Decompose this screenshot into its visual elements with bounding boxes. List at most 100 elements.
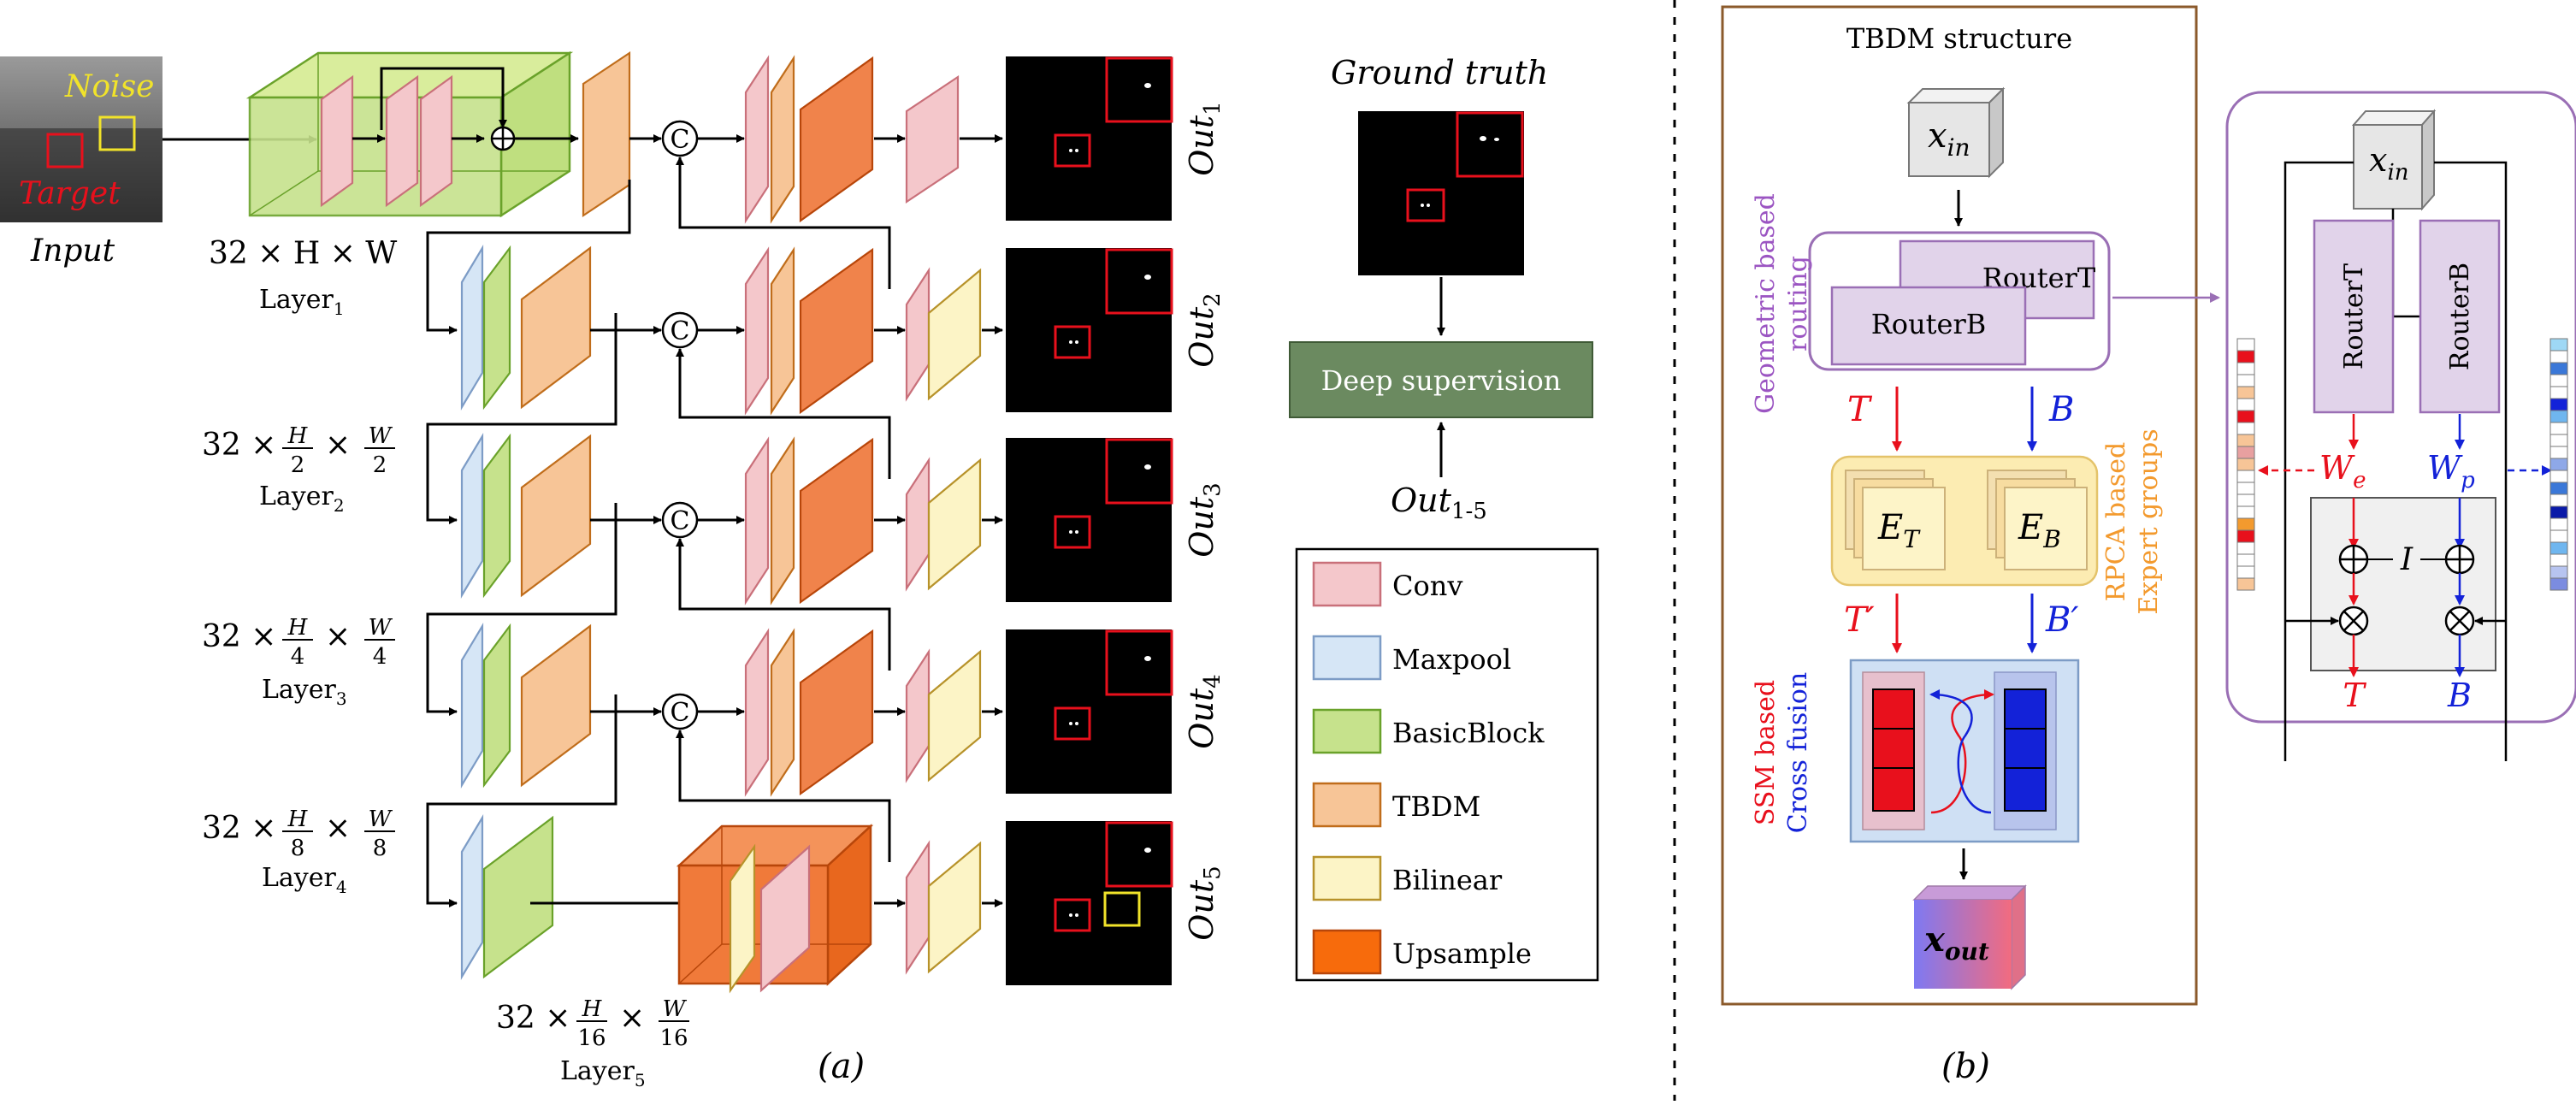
ssm-bg-token-2 xyxy=(2004,728,2047,772)
skip-path-4 xyxy=(676,730,891,862)
decoder4-tbdm xyxy=(770,628,795,797)
svg-text:W: W xyxy=(663,996,688,1022)
concat-node-1: C xyxy=(661,120,699,157)
svg-text:W: W xyxy=(369,615,393,641)
legend-item-basicblock: BasicBlock xyxy=(1312,708,1545,754)
head2-bilinear xyxy=(927,268,982,401)
output-label-4: Out4 xyxy=(1183,674,1226,748)
concat-node-3: C xyxy=(661,501,699,539)
downsample-path-4 xyxy=(426,694,617,907)
decoder1-conv xyxy=(744,55,770,224)
svg-text:H: H xyxy=(287,423,309,449)
layer3-dims-prefix: 32 × xyxy=(202,619,276,654)
output-map-4 xyxy=(1006,629,1173,794)
layer5-frac-h: H16 xyxy=(576,996,607,1051)
decoder2-conv xyxy=(744,246,770,416)
detail-routerT-label: RouterT xyxy=(2339,263,2369,369)
layer2-dims-prefix: 32 × xyxy=(202,428,276,463)
legend xyxy=(1295,547,1599,982)
layer4-frac-h: H8 xyxy=(282,807,313,861)
tbdm-B: B xyxy=(2048,390,2074,429)
ssm-target-token-2 xyxy=(1872,728,1915,772)
layer4-frac-w: W8 xyxy=(364,807,395,861)
times-sign: × xyxy=(325,811,351,846)
skip-path-3 xyxy=(676,538,891,671)
decoder1-tbdm xyxy=(770,55,795,224)
legend-label: TBDM xyxy=(1392,790,1480,823)
layer3-maxpool xyxy=(460,433,484,599)
layer4-name: Layer4 xyxy=(262,863,347,897)
layer2-frac-w: W2 xyxy=(364,423,395,478)
times-sign: × xyxy=(325,619,351,654)
legend-item-tbdm: TBDM xyxy=(1312,782,1480,828)
legend-item-maxpool: Maxpool xyxy=(1312,635,1511,681)
head4-conv xyxy=(905,648,931,783)
layer5-basicblock xyxy=(482,815,554,979)
layer1-tbdm xyxy=(582,50,631,218)
noise-box xyxy=(98,115,136,151)
head1-conv xyxy=(905,74,960,204)
ground-truth-map xyxy=(1358,111,1524,275)
legend-label: BasicBlock xyxy=(1392,717,1545,749)
layer3-name: Layer3 xyxy=(262,675,347,709)
expert-ET-label: ET xyxy=(1877,508,1921,553)
head4-bilinear xyxy=(927,649,982,783)
identity-I: I xyxy=(2400,542,2414,577)
out-range-label: Out1-5 xyxy=(1391,482,1487,524)
ssm-target-token-3 xyxy=(1872,767,1915,812)
tbdm-T: T xyxy=(1847,390,1873,429)
routerB-box xyxy=(1830,286,2027,366)
add-node-left xyxy=(2338,544,2369,575)
legend-item-bilinear: Bilinear xyxy=(1312,855,1503,901)
detail-T: T xyxy=(2343,677,2366,714)
ssm-bg-token-3 xyxy=(2004,767,2047,812)
head5-bilinear xyxy=(927,841,982,974)
rpca-label-2: Expert groups xyxy=(2134,428,2164,614)
legend-label: Bilinear xyxy=(1392,864,1503,896)
legend-item-conv: Conv xyxy=(1312,561,1462,607)
decoder2-tbdm xyxy=(770,246,795,416)
ssm-bg-token-1 xyxy=(2004,688,2047,733)
head5-conv xyxy=(905,840,931,975)
layer1-conv-2 xyxy=(385,74,419,208)
layer3-frac-w: W4 xyxy=(364,615,395,670)
detail-routerB-label: RouterB xyxy=(2445,263,2475,370)
layer5-maxpool xyxy=(460,814,484,980)
ground-truth-label: Ground truth xyxy=(1331,54,1548,92)
detail-routerT-box xyxy=(2313,219,2395,414)
legend-label: Maxpool xyxy=(1392,643,1511,676)
svg-text:H: H xyxy=(287,807,309,832)
tbdm-xout-cube xyxy=(1912,884,2027,990)
noise-label: Noise xyxy=(64,69,154,104)
decoder4-conv xyxy=(744,628,770,797)
expert-weight-vector-right xyxy=(2549,338,2568,591)
routing-label-1: Geometric based xyxy=(1751,193,1781,414)
head3-conv xyxy=(905,457,931,592)
output-label-3: Out3 xyxy=(1183,482,1226,557)
layer2-maxpool xyxy=(460,245,484,411)
detail-Wp: Wp xyxy=(2427,449,2475,493)
mul-node-left xyxy=(2338,606,2369,636)
layer1-conv-1 xyxy=(320,74,354,208)
layer1-name: Layer1 xyxy=(259,285,345,319)
layer4-dims-prefix: 32 × xyxy=(202,811,276,846)
svg-text:2: 2 xyxy=(373,452,387,478)
routerB-label: RouterB xyxy=(1871,308,1987,340)
caption-b: (b) xyxy=(1941,1047,1990,1086)
svg-text:8: 8 xyxy=(373,836,387,861)
svg-text:8: 8 xyxy=(291,836,305,861)
legend-label: Conv xyxy=(1392,570,1462,602)
svg-text:2: 2 xyxy=(291,452,305,478)
add-node-right xyxy=(2444,544,2475,575)
svg-text:W: W xyxy=(369,807,393,832)
layer2-basicblock xyxy=(482,245,511,411)
input-caption: Input xyxy=(30,233,115,269)
head2-conv xyxy=(905,267,931,402)
expert-EB-stack xyxy=(1987,470,2088,570)
svg-text:H: H xyxy=(287,615,309,641)
tbdm-xout-label: xout xyxy=(1923,919,1989,966)
target-label: Target xyxy=(19,176,121,211)
downsample-path-1 xyxy=(426,180,631,334)
output-map-3 xyxy=(1006,438,1173,602)
